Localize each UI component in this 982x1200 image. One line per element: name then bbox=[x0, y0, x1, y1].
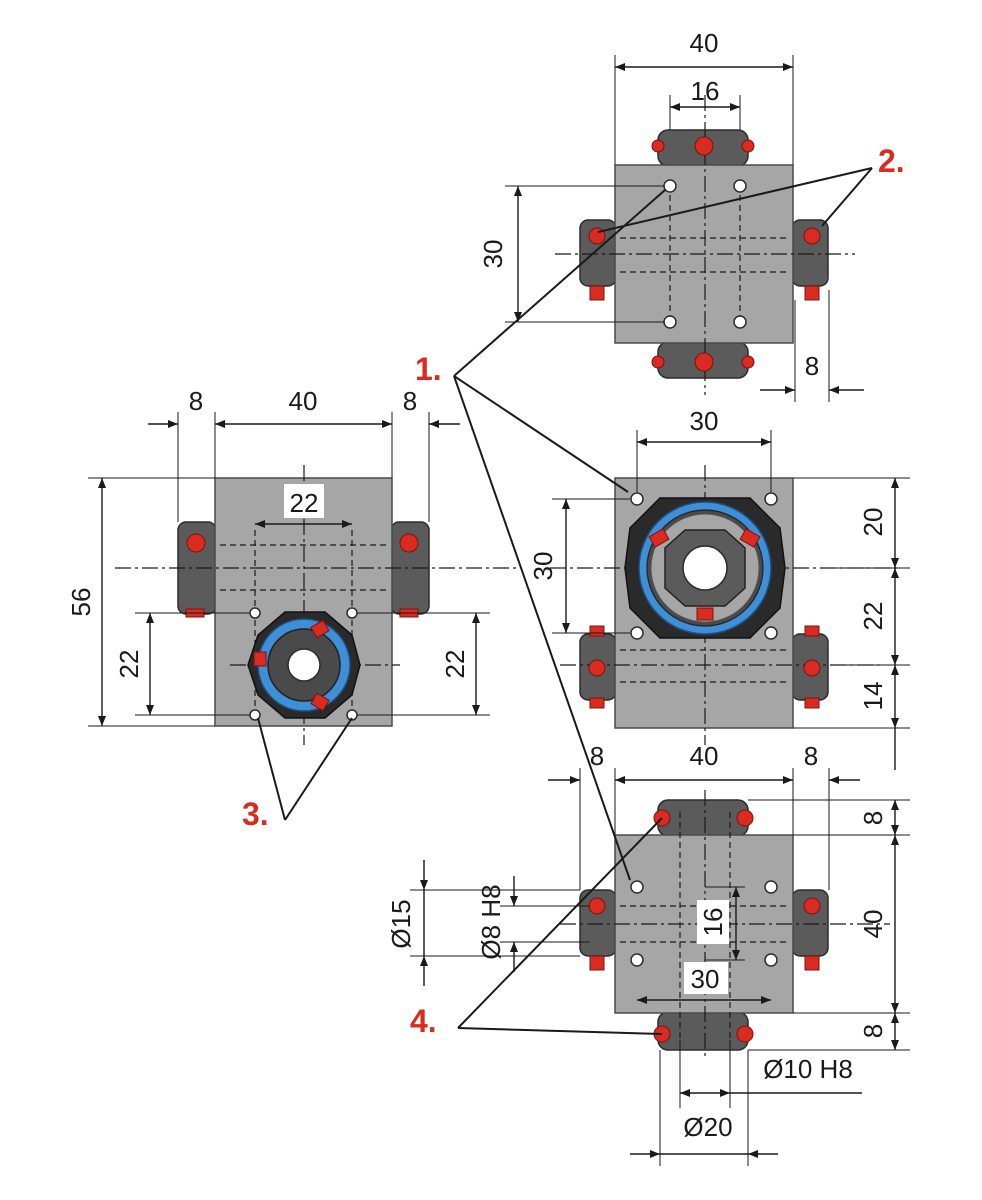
screw bbox=[310, 692, 330, 712]
left-dim-hole-spacing: 22 bbox=[290, 488, 319, 518]
screw bbox=[253, 651, 267, 667]
screw bbox=[803, 897, 821, 915]
screw bbox=[696, 607, 714, 621]
top-view-hole bbox=[733, 179, 747, 193]
bottom-dim-boss-left: 8 bbox=[590, 741, 604, 771]
middle-view-hole bbox=[630, 626, 644, 640]
bottom-dim-height: 40 bbox=[858, 910, 888, 939]
screw bbox=[804, 697, 820, 709]
callout-4: 4. bbox=[410, 1003, 437, 1039]
left-dim-lower-right: 22 bbox=[440, 650, 470, 679]
top-dim-hole-spacing: 30 bbox=[478, 240, 508, 269]
left-dim-height: 56 bbox=[66, 588, 96, 617]
left-dim-width: 40 bbox=[289, 386, 318, 416]
bottom-view-boss-top bbox=[657, 799, 749, 837]
middle-dim-hole-spacing-h: 30 bbox=[690, 406, 719, 436]
middle-view: 30 30 20 22 14 bbox=[528, 406, 910, 770]
left-view-bore bbox=[287, 648, 321, 682]
bottom-dim-boss-right: 8 bbox=[804, 741, 818, 771]
bottom-view-hole bbox=[630, 953, 644, 967]
screw bbox=[588, 659, 606, 677]
screw bbox=[804, 625, 820, 637]
callout-3: 3. bbox=[242, 796, 269, 832]
bottom-dim-hole-spacing: 30 bbox=[691, 964, 720, 994]
screw bbox=[589, 285, 605, 301]
bottom-dim-dia20: Ø20 bbox=[683, 1112, 732, 1142]
middle-view-bore bbox=[682, 545, 728, 591]
screw bbox=[186, 533, 206, 553]
screw bbox=[694, 136, 714, 156]
bottom-dim-dia8: Ø8 H8 bbox=[476, 884, 506, 959]
top-view-hole bbox=[663, 179, 677, 193]
bottom-dim-width: 40 bbox=[690, 741, 719, 771]
bottom-view-hole bbox=[764, 880, 778, 894]
bottom-dim-inner: 16 bbox=[698, 908, 728, 937]
screw bbox=[803, 659, 821, 677]
top-dim-boss: 8 bbox=[805, 351, 819, 381]
callout-1: 1. bbox=[415, 351, 442, 387]
left-view: 8 40 8 22 56 22 22 bbox=[66, 386, 520, 745]
screw bbox=[399, 533, 419, 553]
top-dim-width: 40 bbox=[690, 28, 719, 58]
screw bbox=[310, 619, 330, 639]
left-dim-boss-right: 8 bbox=[403, 386, 417, 416]
callouts: 1. 2. 3. 4. bbox=[242, 143, 905, 1039]
bottom-view-boss-bottom bbox=[657, 1011, 749, 1051]
screw bbox=[651, 139, 665, 153]
screw bbox=[739, 528, 761, 548]
middle-dim-hole-spacing-v: 30 bbox=[528, 552, 558, 581]
middle-view-hole bbox=[764, 492, 778, 506]
screw bbox=[589, 625, 605, 637]
screw bbox=[694, 352, 714, 372]
screw bbox=[648, 528, 670, 548]
top-dim-shaft: 16 bbox=[691, 76, 720, 106]
middle-dim-mid: 22 bbox=[858, 602, 888, 631]
bottom-view-hole bbox=[630, 880, 644, 894]
top-view: 40 16 30 8 bbox=[478, 28, 864, 402]
bottom-view-hole bbox=[764, 953, 778, 967]
bottom-dim-dia10: Ø10 H8 bbox=[763, 1054, 853, 1084]
top-view-hole bbox=[663, 315, 677, 329]
screw bbox=[589, 697, 605, 709]
screw bbox=[588, 897, 606, 915]
middle-dim-bottom: 14 bbox=[858, 682, 888, 711]
screw bbox=[589, 955, 605, 971]
left-dim-lower-left: 22 bbox=[114, 650, 144, 679]
screw bbox=[651, 355, 665, 369]
screw bbox=[804, 285, 820, 301]
screw bbox=[736, 809, 754, 827]
bottom-view: 8 40 8 8 40 8 Ø15 Ø8 H8 16 30 bbox=[386, 741, 910, 1166]
bottom-dim-dia15: Ø15 bbox=[386, 899, 416, 948]
screw bbox=[736, 1025, 754, 1043]
screw bbox=[803, 227, 821, 245]
middle-dim-top: 20 bbox=[858, 508, 888, 537]
bottom-dim-top: 8 bbox=[858, 811, 888, 825]
middle-view-hole bbox=[764, 626, 778, 640]
bottom-dim-bottom: 8 bbox=[858, 1024, 888, 1038]
callout-2: 2. bbox=[878, 143, 905, 179]
screw bbox=[804, 955, 820, 971]
screw bbox=[741, 355, 755, 369]
left-dim-boss-left: 8 bbox=[189, 386, 203, 416]
middle-view-hole bbox=[630, 492, 644, 506]
top-view-hole bbox=[733, 315, 747, 329]
left-view-hole bbox=[249, 607, 261, 619]
left-view-hole bbox=[346, 607, 358, 619]
screw bbox=[741, 139, 755, 153]
